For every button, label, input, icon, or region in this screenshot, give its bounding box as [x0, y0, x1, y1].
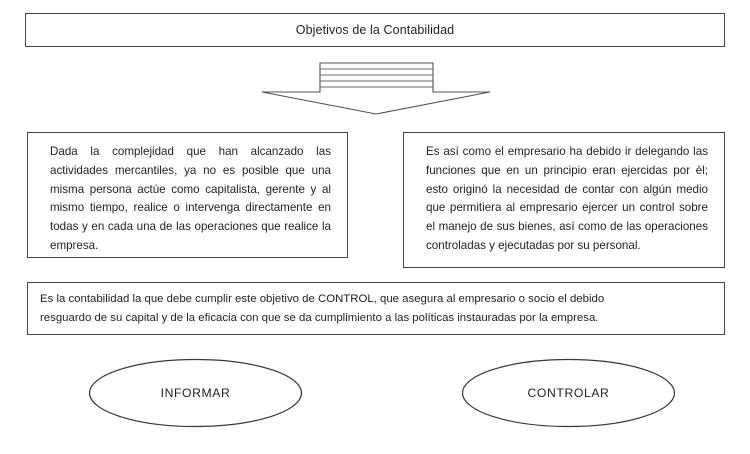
outcome-ellipse-informar: INFORMAR	[88, 358, 303, 428]
outcome-ellipse-controlar: CONTROLAR	[461, 358, 676, 428]
left-statement-box: Dada la complejidad que han alcanzado la…	[27, 132, 348, 258]
left-statement-text: Dada la complejidad que han alcanzado la…	[50, 145, 331, 252]
right-statement-text: Es así como el empresario ha debido ir d…	[426, 145, 708, 252]
ellipse-shape-icon	[461, 358, 676, 428]
ellipse-shape-icon	[88, 358, 303, 428]
conclusion-box: Es la contabilidad la que debe cumplir e…	[27, 282, 725, 335]
page-title: Objetivos de la Contabilidad	[295, 22, 455, 37]
right-statement-box: Es así como el empresario ha debido ir d…	[403, 132, 725, 268]
conclusion-text: Es la contabilidad la que debe cumplir e…	[40, 293, 605, 324]
down-arrow-connector	[258, 58, 494, 120]
title-box: Objetivos de la Contabilidad	[25, 13, 725, 47]
down-arrow-icon	[261, 62, 491, 115]
